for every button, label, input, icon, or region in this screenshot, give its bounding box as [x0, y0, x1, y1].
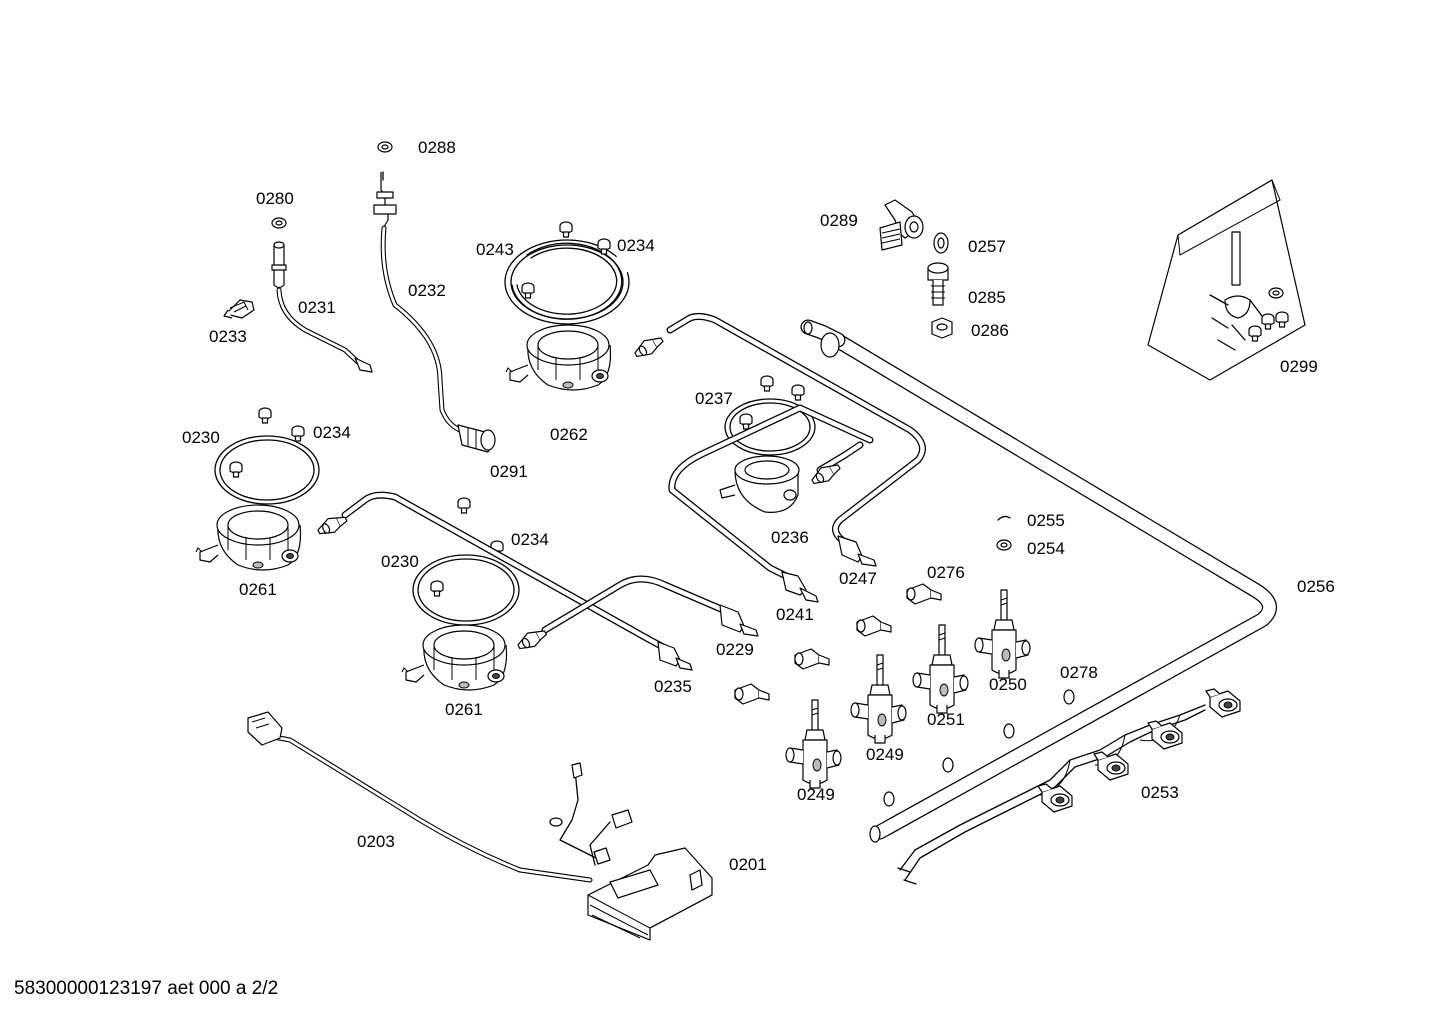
- label-0234-rear: 0234: [617, 236, 655, 255]
- label-0299: 0299: [1280, 357, 1318, 376]
- washer-0280: [271, 217, 287, 229]
- label-0247: 0247: [839, 569, 877, 588]
- burner-cup-0236: [719, 455, 800, 513]
- burner-ring-0237: [724, 375, 816, 456]
- label-0280: 0280: [256, 189, 294, 208]
- washer-0288: [377, 141, 393, 153]
- label-0234-center: 0234: [511, 530, 549, 549]
- injector-0276: [734, 583, 942, 705]
- label-0235: 0235: [654, 677, 692, 696]
- label-0230-upper: 0230: [182, 428, 220, 447]
- burner-ring-0243: [504, 221, 630, 325]
- label-0249-upper: 0249: [866, 745, 904, 764]
- burner-cup-0261-lower: [401, 624, 508, 691]
- label-0285: 0285: [968, 288, 1006, 307]
- part-labels: 0288 0280 0232 0231 0233 0243 0234 0262 …: [182, 138, 1335, 874]
- washer-0254: [996, 539, 1012, 551]
- label-0278: 0278: [1060, 663, 1098, 682]
- label-0261-upper: 0261: [239, 580, 277, 599]
- parts-bag-0299: [1147, 179, 1306, 381]
- document-id: 58300000123197 aet 000 a 2/2: [14, 978, 279, 999]
- label-0203: 0203: [357, 832, 395, 851]
- label-0262: 0262: [550, 425, 588, 444]
- label-0231: 0231: [298, 298, 336, 317]
- seal-0278: [883, 689, 1075, 807]
- label-0229: 0229: [716, 640, 754, 659]
- label-0254: 0254: [1027, 539, 1065, 558]
- label-0243: 0243: [476, 240, 514, 259]
- label-0261-lower: 0261: [445, 700, 483, 719]
- gas-valve-0249-upper: [850, 654, 907, 744]
- hose-nozzle-0285: [927, 262, 949, 306]
- burner-cup-0261-upper: [195, 504, 302, 571]
- label-0291: 0291: [490, 462, 528, 481]
- label-0289: 0289: [820, 211, 858, 230]
- label-0234-left: 0234: [313, 423, 351, 442]
- gas-pipe-0229: [514, 575, 759, 654]
- gas-valve-0249-lower: [785, 699, 842, 789]
- label-0256: 0256: [1297, 577, 1335, 596]
- thermocouple-0232: [373, 141, 496, 453]
- washer-0255: [997, 515, 1011, 521]
- label-0241: 0241: [776, 605, 814, 624]
- gas-pipe-0235: [314, 491, 693, 671]
- label-0257: 0257: [968, 237, 1006, 256]
- label-0251: 0251: [927, 710, 965, 729]
- wiring-harness-0203: [247, 711, 633, 883]
- label-0276: 0276: [927, 563, 965, 582]
- label-0237: 0237: [695, 389, 733, 408]
- burner-ring-0230-upper: [214, 407, 320, 505]
- control-box-0201: [587, 847, 713, 941]
- nut-0286: [931, 317, 953, 339]
- label-0201: 0201: [729, 855, 767, 874]
- seal-0257: [933, 232, 949, 254]
- igniter-electrode-0231: [271, 217, 373, 373]
- gas-pipe-0247: [631, 312, 926, 567]
- label-0288: 0288: [418, 138, 456, 157]
- label-0232: 0232: [408, 281, 446, 300]
- elbow-fitting-0289: [879, 199, 924, 251]
- gas-valve-0251: [912, 624, 969, 714]
- label-0250: 0250: [989, 675, 1027, 694]
- burner-cup-0262: [505, 324, 612, 391]
- label-0236: 0236: [771, 528, 809, 547]
- label-0286: 0286: [971, 321, 1009, 340]
- thermocouple-nut-0291: [457, 424, 496, 453]
- label-0230-lower: 0230: [381, 552, 419, 571]
- label-0249-lower: 0249: [797, 785, 835, 804]
- gas-valve-0250: [974, 589, 1031, 679]
- manifold-pipe-0256: [800, 319, 1277, 843]
- label-0255: 0255: [1027, 511, 1065, 530]
- ignition-switch-harness-0253: [897, 688, 1241, 885]
- gas-pipe-0241: [668, 404, 874, 603]
- clip-0233: [223, 299, 255, 319]
- label-0233: 0233: [209, 327, 247, 346]
- gas-pipe-0237-feed: [808, 441, 864, 489]
- label-0253: 0253: [1141, 783, 1179, 802]
